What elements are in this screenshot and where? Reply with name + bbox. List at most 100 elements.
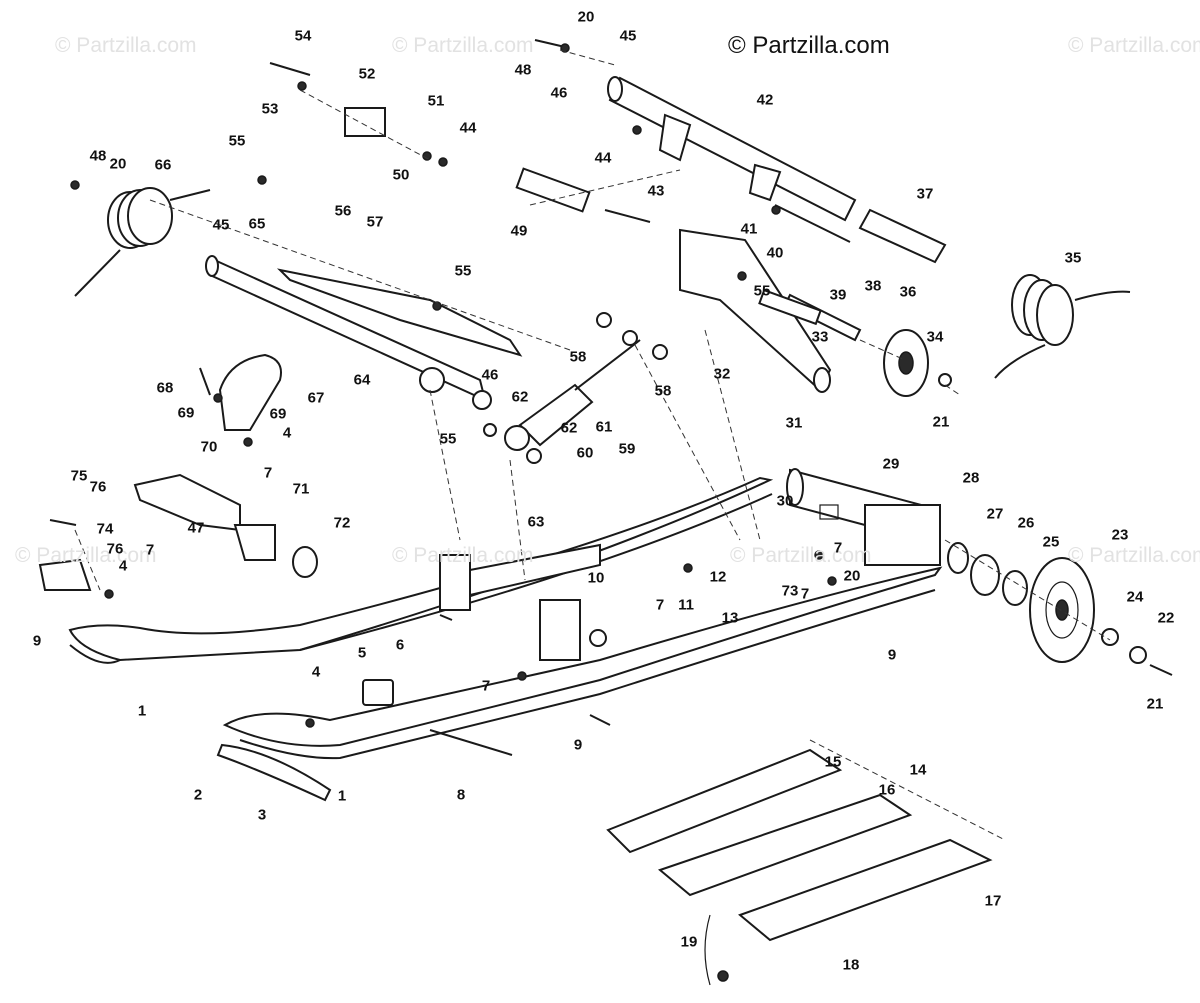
- part-label: 57: [366, 213, 384, 231]
- part-label: 7: [263, 464, 273, 482]
- part-label: 4: [311, 663, 321, 681]
- part-label: 62: [560, 419, 578, 437]
- part-label: 55: [228, 132, 246, 150]
- part-label: 51: [427, 92, 445, 110]
- rail-wear-strip: [216, 743, 332, 802]
- part-label: 43: [647, 182, 665, 200]
- part-label: 42: [756, 91, 774, 109]
- part-label: 31: [785, 414, 803, 432]
- part-label: 76: [106, 540, 124, 558]
- part-label: 54: [294, 27, 312, 45]
- part-label: 75: [70, 467, 88, 485]
- part-label: 27: [986, 505, 1004, 523]
- part-label: 9: [887, 646, 897, 664]
- part-label: 55: [439, 430, 457, 448]
- part-label: 21: [932, 413, 950, 431]
- part-label: 20: [577, 8, 595, 26]
- hardware-bolts: [49, 39, 851, 982]
- part-label: 36: [899, 283, 917, 301]
- part-label: 5: [357, 644, 367, 662]
- part-label: 66: [154, 156, 172, 174]
- part-label: 9: [573, 736, 583, 754]
- bumper-block: [218, 353, 282, 431]
- part-label: 56: [334, 202, 352, 220]
- part-label: 9: [32, 632, 42, 650]
- part-label: 7: [800, 585, 810, 603]
- wheel-spacers: [947, 542, 1173, 676]
- part-label: 38: [864, 277, 882, 295]
- part-label: 3: [257, 806, 267, 824]
- part-label: 33: [811, 328, 829, 346]
- front-block: [38, 558, 92, 591]
- part-label: 71: [292, 480, 310, 498]
- part-label: 63: [527, 513, 545, 531]
- part-label: 15: [824, 753, 842, 771]
- part-label: 32: [713, 365, 731, 383]
- part-label: 11: [678, 596, 694, 614]
- stopper-block: [362, 679, 394, 706]
- leader-lines: [74, 49, 1111, 986]
- watermark: © Partzilla.com: [55, 34, 197, 57]
- part-label: 20: [109, 155, 127, 173]
- watermark: © Partzilla.com: [730, 544, 872, 567]
- rear-spring: [994, 274, 1131, 379]
- part-label: 8: [456, 786, 466, 804]
- front-spring: [74, 187, 211, 297]
- part-label: 39: [829, 286, 847, 304]
- rail-bracket-rear: [539, 599, 607, 661]
- part-label: 18: [842, 956, 860, 974]
- part-label: 7: [145, 541, 155, 559]
- part-label: 44: [594, 149, 612, 167]
- part-label: 23: [1111, 526, 1129, 544]
- part-label: 16: [878, 781, 896, 799]
- part-label: 20: [843, 567, 861, 585]
- part-label: 1: [337, 787, 347, 805]
- part-label: 58: [569, 348, 587, 366]
- part-label: 41: [740, 220, 758, 238]
- part-label: 17: [984, 892, 1002, 910]
- part-label: 55: [454, 262, 472, 280]
- part-label: 48: [89, 147, 107, 165]
- part-label: 59: [618, 440, 636, 458]
- part-label: 35: [1064, 249, 1082, 267]
- part-label: 46: [550, 84, 568, 102]
- part-label: 29: [882, 455, 900, 473]
- part-label: 24: [1126, 588, 1144, 606]
- part-label: 12: [709, 568, 727, 586]
- part-label: 61: [595, 418, 613, 436]
- watermark: © Partzilla.com: [392, 34, 534, 57]
- part-label: 2: [193, 786, 203, 804]
- part-label: 60: [576, 444, 594, 462]
- part-label: 4: [118, 557, 128, 575]
- part-label: 47: [187, 519, 205, 537]
- watermark: © Partzilla.com: [15, 544, 157, 567]
- idler-wheel-small: [883, 329, 952, 397]
- part-label: 25: [1042, 533, 1060, 551]
- drive-track: [606, 739, 1006, 942]
- part-label: 7: [655, 596, 665, 614]
- watermark: © Partzilla.com: [392, 544, 534, 567]
- part-label: 58: [654, 382, 672, 400]
- part-label: 22: [1157, 609, 1175, 627]
- part-label: 53: [261, 100, 279, 118]
- part-label: 65: [248, 215, 266, 233]
- part-label: 30: [776, 492, 794, 510]
- part-label: 46: [481, 366, 499, 384]
- part-label: 45: [619, 27, 637, 45]
- part-label: 44: [459, 119, 477, 137]
- part-label: 40: [766, 244, 784, 262]
- part-label: 37: [916, 185, 934, 203]
- part-label: 13: [721, 609, 739, 627]
- part-label: 7: [481, 677, 491, 695]
- front-arm-assembly: [205, 255, 523, 410]
- part-label: 74: [96, 520, 114, 538]
- watermark: © Partzilla.com: [1068, 34, 1200, 57]
- part-label: 34: [926, 328, 944, 346]
- watermark: © Partzilla.com: [1068, 544, 1200, 567]
- shock-absorber: [483, 312, 668, 464]
- rear-idler-wheel: [1029, 557, 1095, 663]
- part-label: 14: [909, 761, 927, 779]
- part-label: 69: [177, 404, 195, 422]
- part-label: 55: [753, 282, 771, 300]
